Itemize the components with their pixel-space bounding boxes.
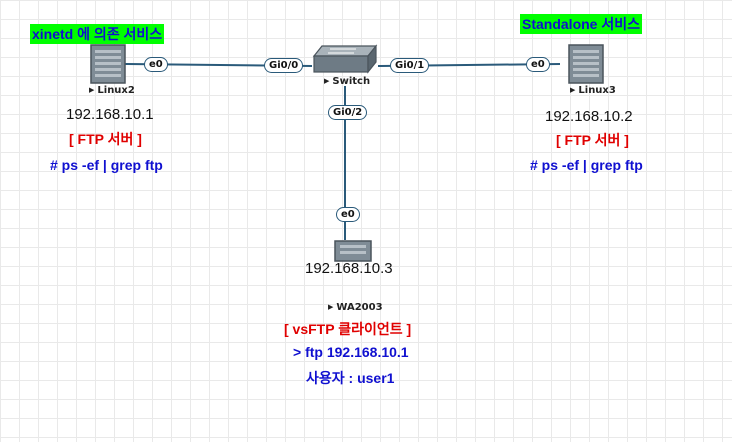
wa2003-command: > ftp 192.168.10.1 — [293, 344, 409, 360]
wa2003-user: 사용자 : user1 — [306, 370, 395, 386]
wa2003-label: WA2003 — [328, 302, 382, 313]
linux3-server-icon[interactable] — [568, 44, 604, 84]
linux3-port: e0 — [526, 57, 550, 72]
linux2-note: xinetd 에 의존 서비스 — [30, 24, 165, 44]
linux3-ip: 192.168.10.2 — [545, 108, 633, 125]
wa2003-role: [ vsFTP 클라이언트 ] — [284, 321, 412, 337]
switch-port-gi0-1: Gi0/1 — [390, 58, 430, 73]
linux2-ip: 192.168.10.1 — [66, 106, 154, 123]
linux3-label: Linux3 — [570, 85, 615, 96]
linux2-command: # ps -ef | grep ftp — [50, 157, 163, 173]
linux3-role: [ FTP 서버 ] — [556, 132, 629, 148]
linux2-role: [ FTP 서버 ] — [69, 131, 142, 147]
linux3-note: Standalone 서비스 — [520, 14, 642, 34]
linux2-label: Linux2 — [89, 85, 134, 96]
switch-port-gi0-2: Gi0/2 — [328, 105, 368, 120]
wa2003-ip: 192.168.10.3 — [305, 260, 393, 277]
switch-label: Switch — [324, 76, 370, 87]
linux2-port: e0 — [144, 57, 168, 72]
wa2003-workstation-icon[interactable] — [334, 240, 372, 262]
linux3-command: # ps -ef | grep ftp — [530, 157, 643, 173]
linux2-server-icon[interactable] — [90, 44, 126, 84]
wa2003-port: e0 — [336, 207, 360, 222]
switch-port-gi0-0: Gi0/0 — [264, 58, 304, 73]
switch-icon[interactable] — [312, 44, 378, 74]
